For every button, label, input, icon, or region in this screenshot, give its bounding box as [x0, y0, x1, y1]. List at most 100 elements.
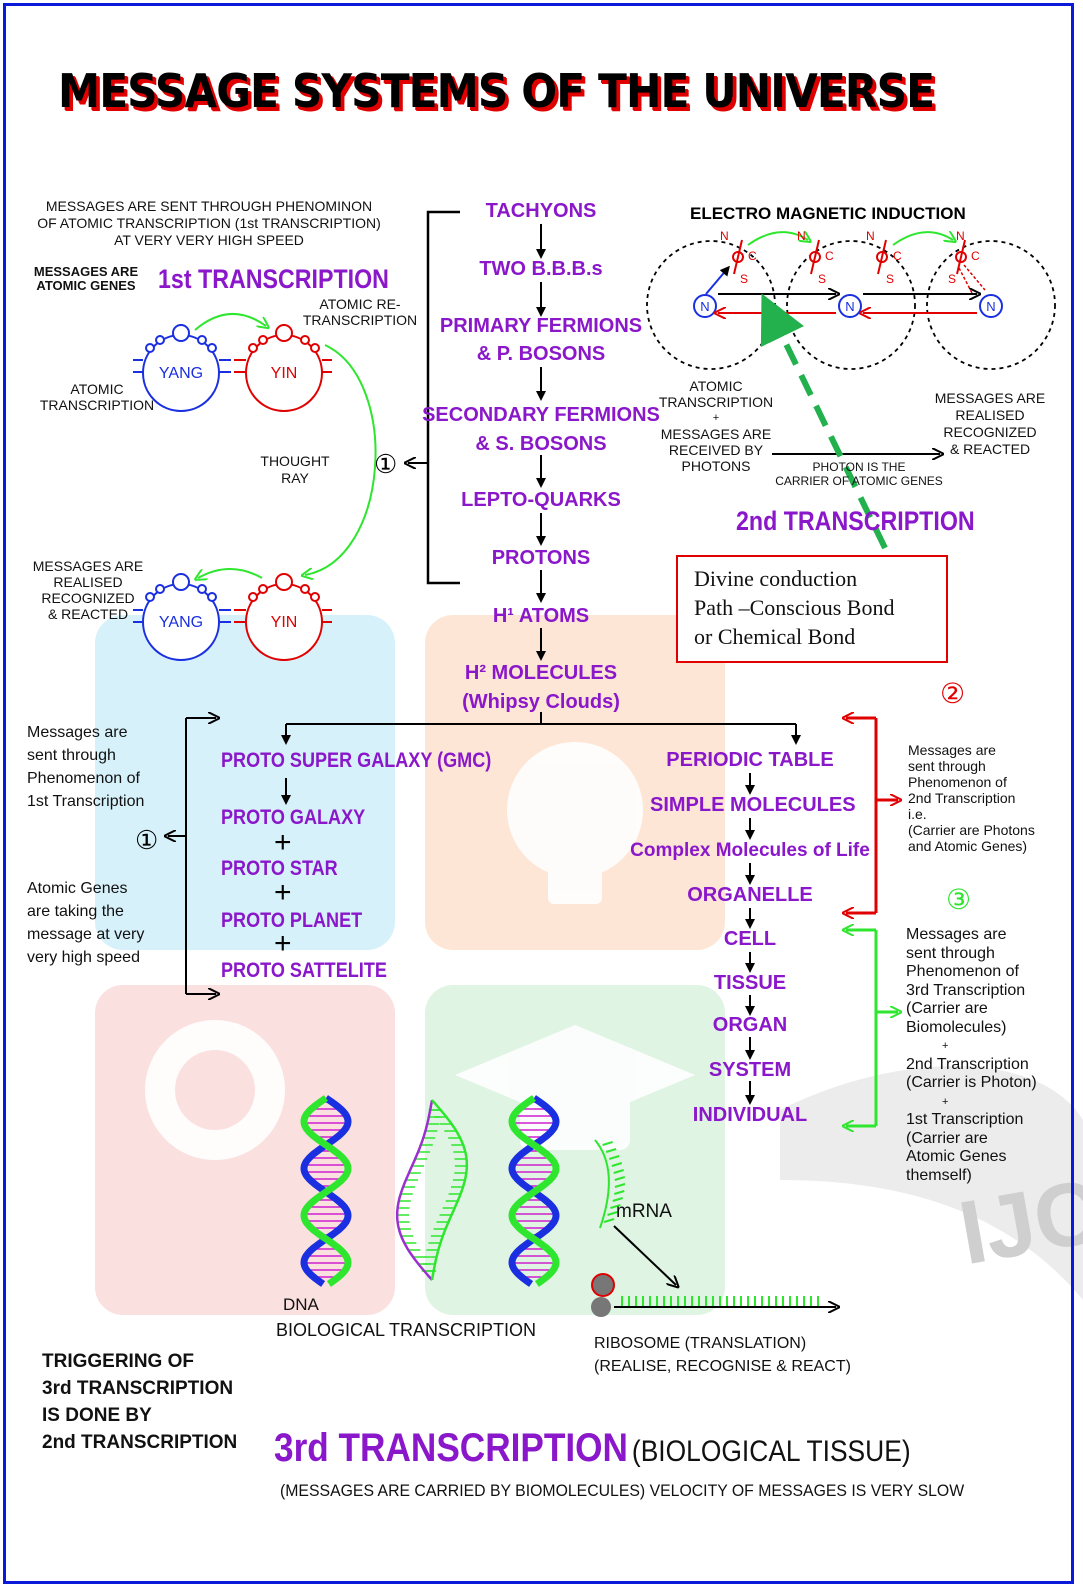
em-atomic-line: ATOMIC [689, 378, 743, 394]
chain-item: (Whipsy Clouds) [462, 691, 620, 713]
split-lines [281, 712, 801, 745]
yin-atom-top [234, 324, 332, 412]
divine-line: Divine conduction [694, 566, 858, 591]
watermark-panel-blue [95, 615, 395, 950]
em-red-dashed [958, 264, 986, 294]
third-transcription-heading: 3rd TRANSCRIPTION (BIOLOGICAL TISSUE) [274, 1428, 911, 1468]
yang-label-bottom: YANG [158, 614, 204, 631]
bio-item: Complex Molecules of Life [630, 840, 870, 861]
poster-border [3, 3, 1074, 1584]
atomic-line: TRANSCRIPTION [39, 397, 155, 413]
note3-line: 2nd Transcription [906, 1055, 1029, 1073]
chain-item: & S. BOSONS [475, 433, 607, 455]
plus-sign: + [274, 876, 292, 909]
watermark-text: IJC [952, 1161, 1083, 1284]
bracket-left [168, 718, 216, 994]
em-letter-s: S [740, 272, 749, 286]
note2-line: 2nd Transcription [908, 790, 1016, 806]
left-note-line: very high speed [27, 949, 140, 966]
note3-line: (Carrier are [906, 1000, 988, 1017]
note2-line: sent through [908, 758, 986, 774]
retranscription-label: ATOMIC RE- TRANSCRIPTION [300, 296, 420, 328]
page-title: MESSAGE SYSTEMS OF THE UNIVERSE [58, 64, 935, 118]
em-nucleus-label: N [986, 299, 996, 314]
em-atomic-line: MESSAGES ARE [660, 426, 772, 442]
note2-line: Messages are [908, 742, 996, 758]
ribosome-icon [591, 1273, 615, 1317]
triggering-line: 3rd TRANSCRIPTION [42, 1378, 234, 1399]
em-realised-line: MESSAGES ARE [934, 390, 1046, 406]
note3-line: Messages are [906, 926, 1007, 943]
retranscription-arrow [194, 313, 266, 331]
bracket-first [426, 210, 460, 585]
dna-strand [300, 1095, 352, 1287]
mrna-tick [610, 1204, 621, 1209]
em-letter-n: N [797, 229, 806, 243]
plus-sign: + [274, 927, 292, 960]
em-letter-n: N [720, 229, 729, 243]
first-intro-line: MESSAGES ARE SENT THROUGH PHENOMINON [45, 198, 373, 214]
yang-atom-bottom [133, 573, 231, 661]
left-note-line: sent through [27, 747, 116, 764]
ribosome-label: RIBOSOME (TRANSLATION) (REALISE, RECOGNI… [594, 1332, 851, 1378]
mrna-strand [594, 1139, 610, 1229]
left-note-bottom: Atomic Genes are taking the message at v… [27, 877, 144, 969]
atomic-transcription-label: ATOMIC TRANSCRIPTION [30, 381, 164, 413]
circled-three: ③ [946, 883, 972, 916]
note3-line: (Carrier are [906, 1129, 988, 1147]
em-nucleus-label: N [700, 299, 710, 314]
em-dipoles [732, 239, 967, 275]
em-atomic-line: TRANSCRIPTION [658, 394, 774, 410]
left-note-line: Messages are [27, 724, 128, 741]
first-intro-line: OF ATOMIC TRANSCRIPTION (1st TRANSCRIPTI… [37, 215, 381, 231]
chain-item: H¹ ATOMS [492, 605, 590, 627]
dna-helices [300, 1095, 560, 1287]
thought-ray-arrow [305, 344, 377, 575]
thought-ray-line: THOUGHT [260, 453, 330, 469]
chain-item: PROTONS [491, 547, 591, 569]
note3-line: sent through [906, 944, 995, 962]
third-heading-sub: (BIOLOGICAL TISSUE) [631, 1435, 911, 1468]
dna-label: DNA [283, 1295, 319, 1314]
em-letter-s: S [948, 272, 957, 286]
chain-item: & P. BOSONS [476, 343, 606, 365]
divine-line: or Chemical Bond [694, 624, 856, 649]
em-heading: ELECTRO MAGNETIC INDUCTION [690, 204, 966, 223]
mrna-tick [613, 1169, 624, 1174]
note3-line: Phenomenon of [906, 963, 1019, 980]
note3-line: 3rd Transcription [906, 981, 1026, 999]
em-nuclei [693, 294, 1003, 318]
em-realised-line: & REACTED [949, 441, 1031, 457]
thought-ray-label: THOUGHT RAY [250, 453, 340, 487]
yang-atom-top [133, 324, 231, 412]
proto-item: PROTO GALAXY [221, 806, 366, 829]
bio-item: INDIVIDUAL [692, 1104, 808, 1126]
bio-item: TISSUE [713, 972, 787, 994]
circled-one-left: ① [135, 826, 159, 856]
rna-strand [395, 1099, 434, 1281]
mrna-tick [613, 1190, 625, 1195]
mrna-tick [608, 1155, 620, 1160]
em-atomic-label: ATOMIC TRANSCRIPTION + MESSAGES ARE RECE… [646, 378, 786, 474]
yin-label-top: YIN [270, 365, 298, 382]
realised-line: RECOGNIZED [41, 590, 135, 606]
note2-line: and Atomic Genes) [908, 838, 1028, 854]
mrna-tick [605, 1148, 617, 1153]
ribosome-line: RIBOSOME (TRANSLATION) [594, 1335, 807, 1352]
bio-item: SIMPLE MOLECULES [650, 794, 856, 816]
third-heading-main: 3rd TRANSCRIPTION [274, 1426, 628, 1470]
proto-item: PROTO STAR [221, 857, 338, 880]
em-letter-c: C [893, 249, 902, 263]
atomic-line: ATOMIC [70, 381, 124, 397]
em-letter-c: C [825, 249, 834, 263]
divine-conduction-box: Divine conduction Path –Conscious Bond o… [676, 555, 948, 663]
bio-item: ORGANELLE [687, 884, 813, 906]
note3-line: Biomolecules) [906, 1018, 1007, 1036]
yang-label-top: YANG [158, 365, 204, 382]
bio-item: CELL [723, 928, 777, 950]
second-transcription-heading: 2nd TRANSCRIPTION [736, 506, 975, 536]
rna-strand [430, 1099, 469, 1281]
right-note-3: Messages are sent through Phenomenon of … [906, 926, 1037, 1185]
